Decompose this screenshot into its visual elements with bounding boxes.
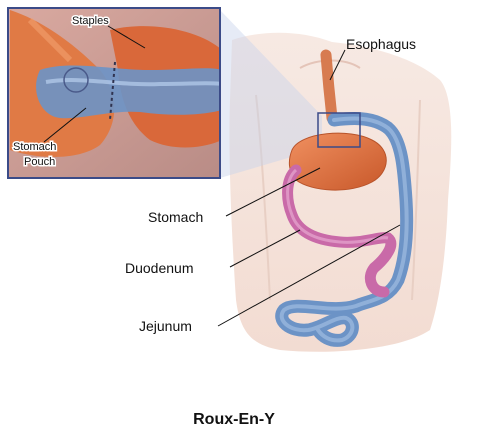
label-esophagus: Esophagus [346, 36, 416, 52]
label-jejunum: Jejunum [139, 318, 192, 334]
esophagus-shape [326, 55, 332, 118]
stomach-shape [289, 133, 386, 190]
diagram-title: Roux-En-Y [193, 411, 275, 428]
label-duodenum: Duodenum [125, 260, 194, 276]
label-stomach: Stomach [148, 209, 203, 225]
label-stomach-pouch-line2: Pouch [24, 156, 55, 168]
label-staples: Staples [72, 15, 109, 27]
label-stomach-pouch-line1: Stomach [13, 141, 56, 153]
